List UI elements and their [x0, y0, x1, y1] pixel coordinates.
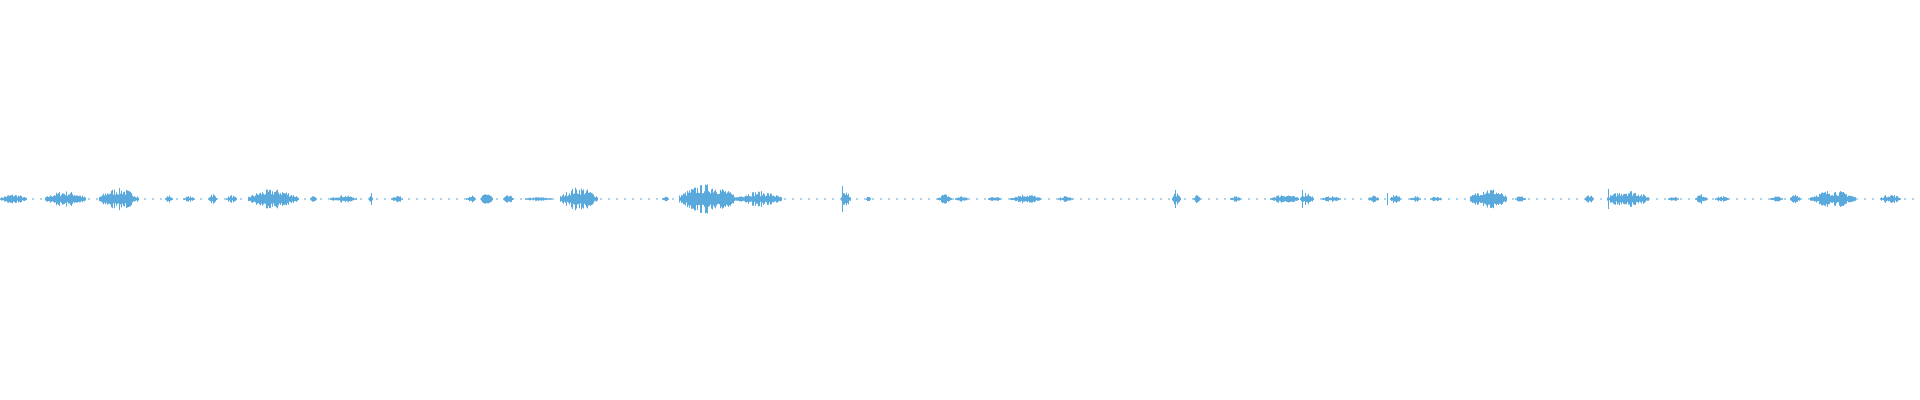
waveform-peaks: [0, 184, 1901, 214]
